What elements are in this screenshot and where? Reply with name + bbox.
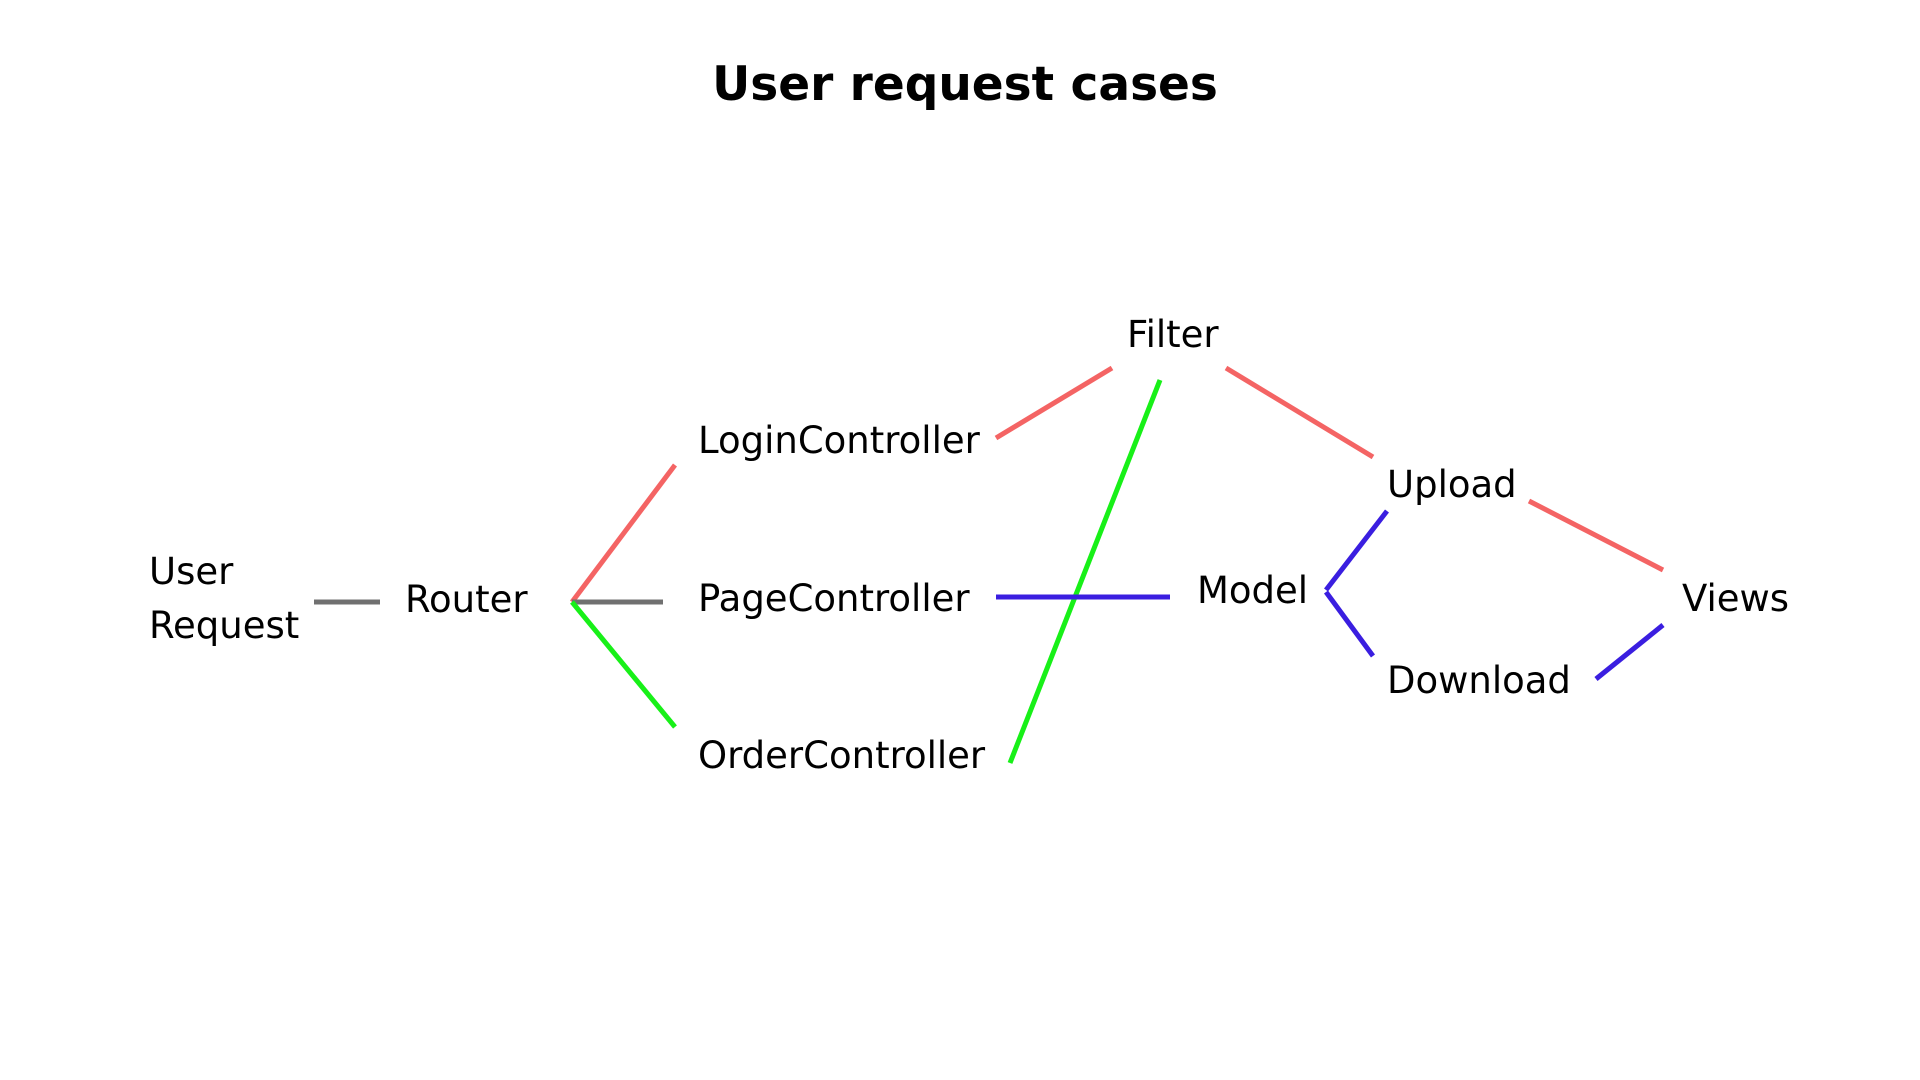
node-views: Views [1682,577,1790,620]
node-model: Model [1197,569,1309,612]
edge-logincontroller-filter [994,365,1114,441]
edge-model-download [1323,590,1376,658]
node-router: Router [405,578,528,621]
node-order-controller: OrderController [698,734,986,777]
node-login-controller: LoginController [698,419,980,462]
edge-router-ordercontroller [570,600,677,729]
node-user-request: User Request [149,550,300,647]
diagram-title: User request cases [712,57,1218,112]
node-page-controller: PageController [698,577,970,620]
node-upload: Upload [1387,463,1517,506]
edge-filter-upload [1224,365,1375,460]
edge-upload-views [1527,498,1665,573]
edge-download-views [1594,623,1665,681]
node-filter: Filter [1127,313,1219,356]
edge-model-upload [1324,509,1389,592]
node-download: Download [1387,659,1571,702]
edge-ordercontroller-filter [1007,379,1163,764]
edge-router-logincontroller [570,463,677,604]
